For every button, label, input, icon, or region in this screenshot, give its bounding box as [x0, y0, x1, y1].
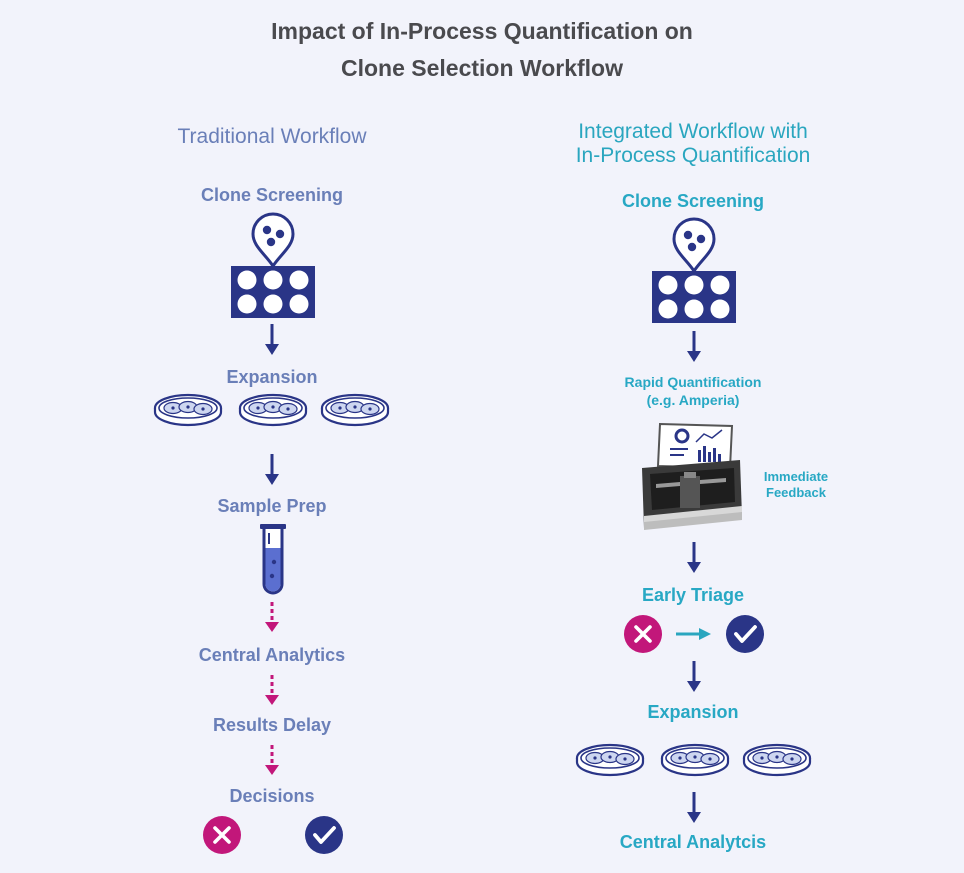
petri-dish-icon	[320, 393, 390, 427]
trad-clone-screening-label: Clone Screening	[200, 185, 344, 205]
trad-sample-prep-label: Sample Prep	[217, 496, 327, 516]
traditional-heading: Traditional Workflow	[177, 125, 367, 148]
quantification-instrument-icon	[642, 422, 742, 530]
integrated-heading-line2: In-Process Quantification	[575, 144, 811, 167]
well-plate-with-pin-icon	[652, 217, 736, 323]
petri-dish-icon	[742, 743, 812, 777]
check-circle-icon	[724, 613, 766, 655]
dotted-arrow-down-icon	[263, 600, 281, 634]
right-arrow-icon	[676, 628, 711, 640]
immediate-feedback-label-line1: Immediate	[763, 469, 829, 484]
diagram-title-line2: Clone Selection Workflow	[341, 55, 623, 81]
rapid-quantification-label-line1: Rapid Quantification	[624, 374, 762, 390]
dotted-arrow-down-icon	[263, 743, 281, 777]
arrow-down-icon	[685, 329, 703, 364]
integ-central-analytics-label: Central Analytcis	[619, 832, 767, 852]
arrow-down-icon	[685, 659, 703, 694]
trad-results-delay-label: Results Delay	[212, 715, 332, 735]
petri-dish-icon	[153, 393, 223, 427]
check-circle-icon	[303, 814, 345, 856]
petri-dish-icon	[660, 743, 730, 777]
trad-central-analytics-label: Central Analytics	[198, 645, 346, 665]
integ-clone-screening-label: Clone Screening	[621, 191, 765, 211]
early-triage-label: Early Triage	[641, 585, 745, 605]
test-tube-icon	[260, 524, 286, 595]
integ-expansion-label: Expansion	[647, 702, 739, 722]
petri-dish-icon	[575, 743, 645, 777]
x-circle-icon	[622, 613, 664, 655]
well-plate-with-pin-icon	[231, 212, 315, 318]
rapid-quantification-label-line2: (e.g. Amperia)	[646, 392, 740, 408]
trad-decisions-label: Decisions	[229, 786, 315, 806]
trad-expansion-label: Expansion	[226, 367, 318, 387]
petri-dish-icon	[238, 393, 308, 427]
immediate-feedback-label-line2: Feedback	[766, 485, 826, 500]
integrated-heading-line1: Integrated Workflow with	[578, 120, 808, 143]
x-circle-icon	[201, 814, 243, 856]
arrow-down-icon	[685, 790, 703, 825]
arrow-down-icon	[263, 452, 281, 487]
diagram-title-line1: Impact of In-Process Quantification on	[271, 18, 693, 44]
arrow-down-icon	[263, 322, 281, 357]
dotted-arrow-down-icon	[263, 673, 281, 707]
arrow-down-icon	[685, 540, 703, 575]
